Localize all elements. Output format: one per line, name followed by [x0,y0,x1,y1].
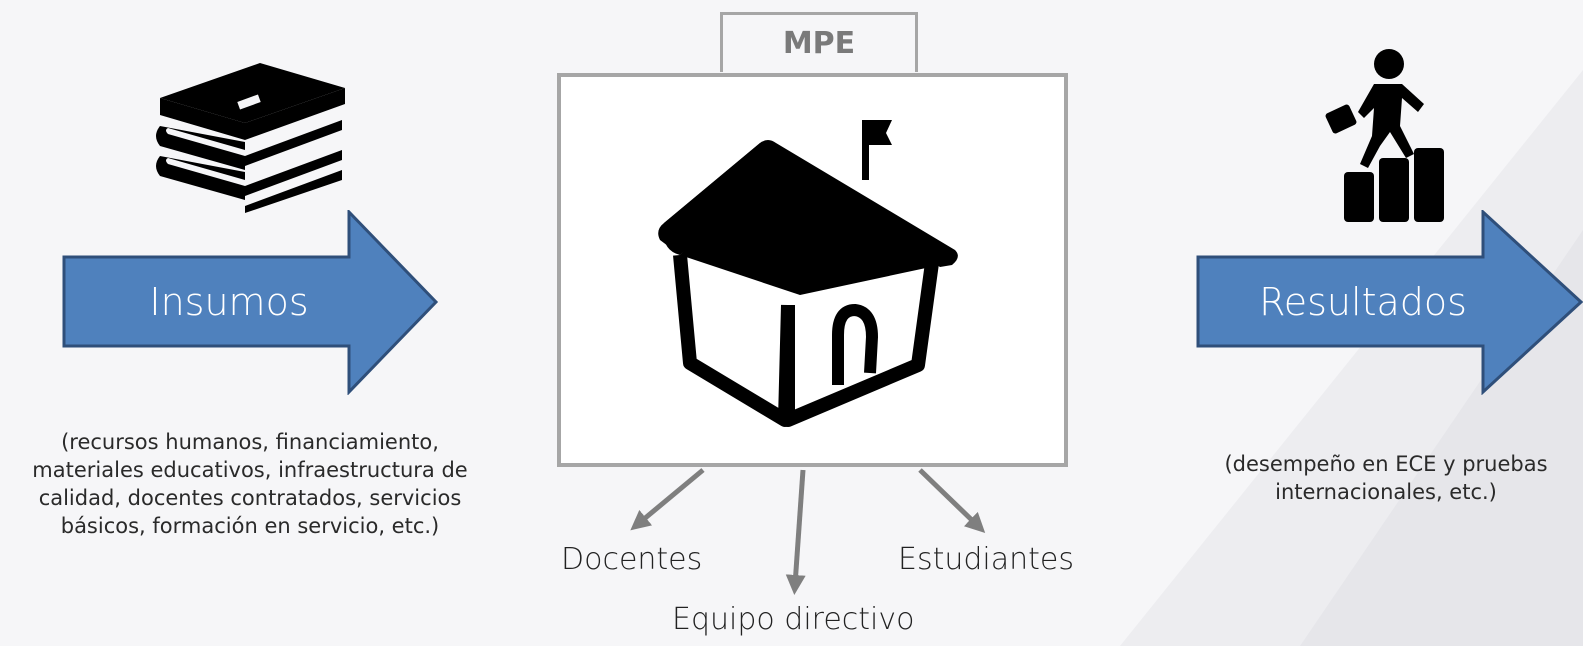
insumos-arrow [62,210,439,395]
mpe-tab: MPE [720,12,918,72]
actor-docentes: Docentes [561,542,703,577]
school-house-icon [658,120,958,427]
resultados-label: Resultados [1259,280,1467,324]
books-icon [156,63,345,213]
climbing-person-icon [1325,49,1444,222]
insumos-description: (recursos humanos, financiamiento, mater… [32,430,468,538]
insumos-label: Insumos [149,280,309,324]
resultados-arrow [1196,210,1583,395]
resultados-description: (desempeño en ECE y pruebas internaciona… [1224,452,1548,504]
actor-equipo-directivo: Equipo directivo [672,602,915,637]
actor-estudiantes: Estudiantes [898,542,1074,577]
